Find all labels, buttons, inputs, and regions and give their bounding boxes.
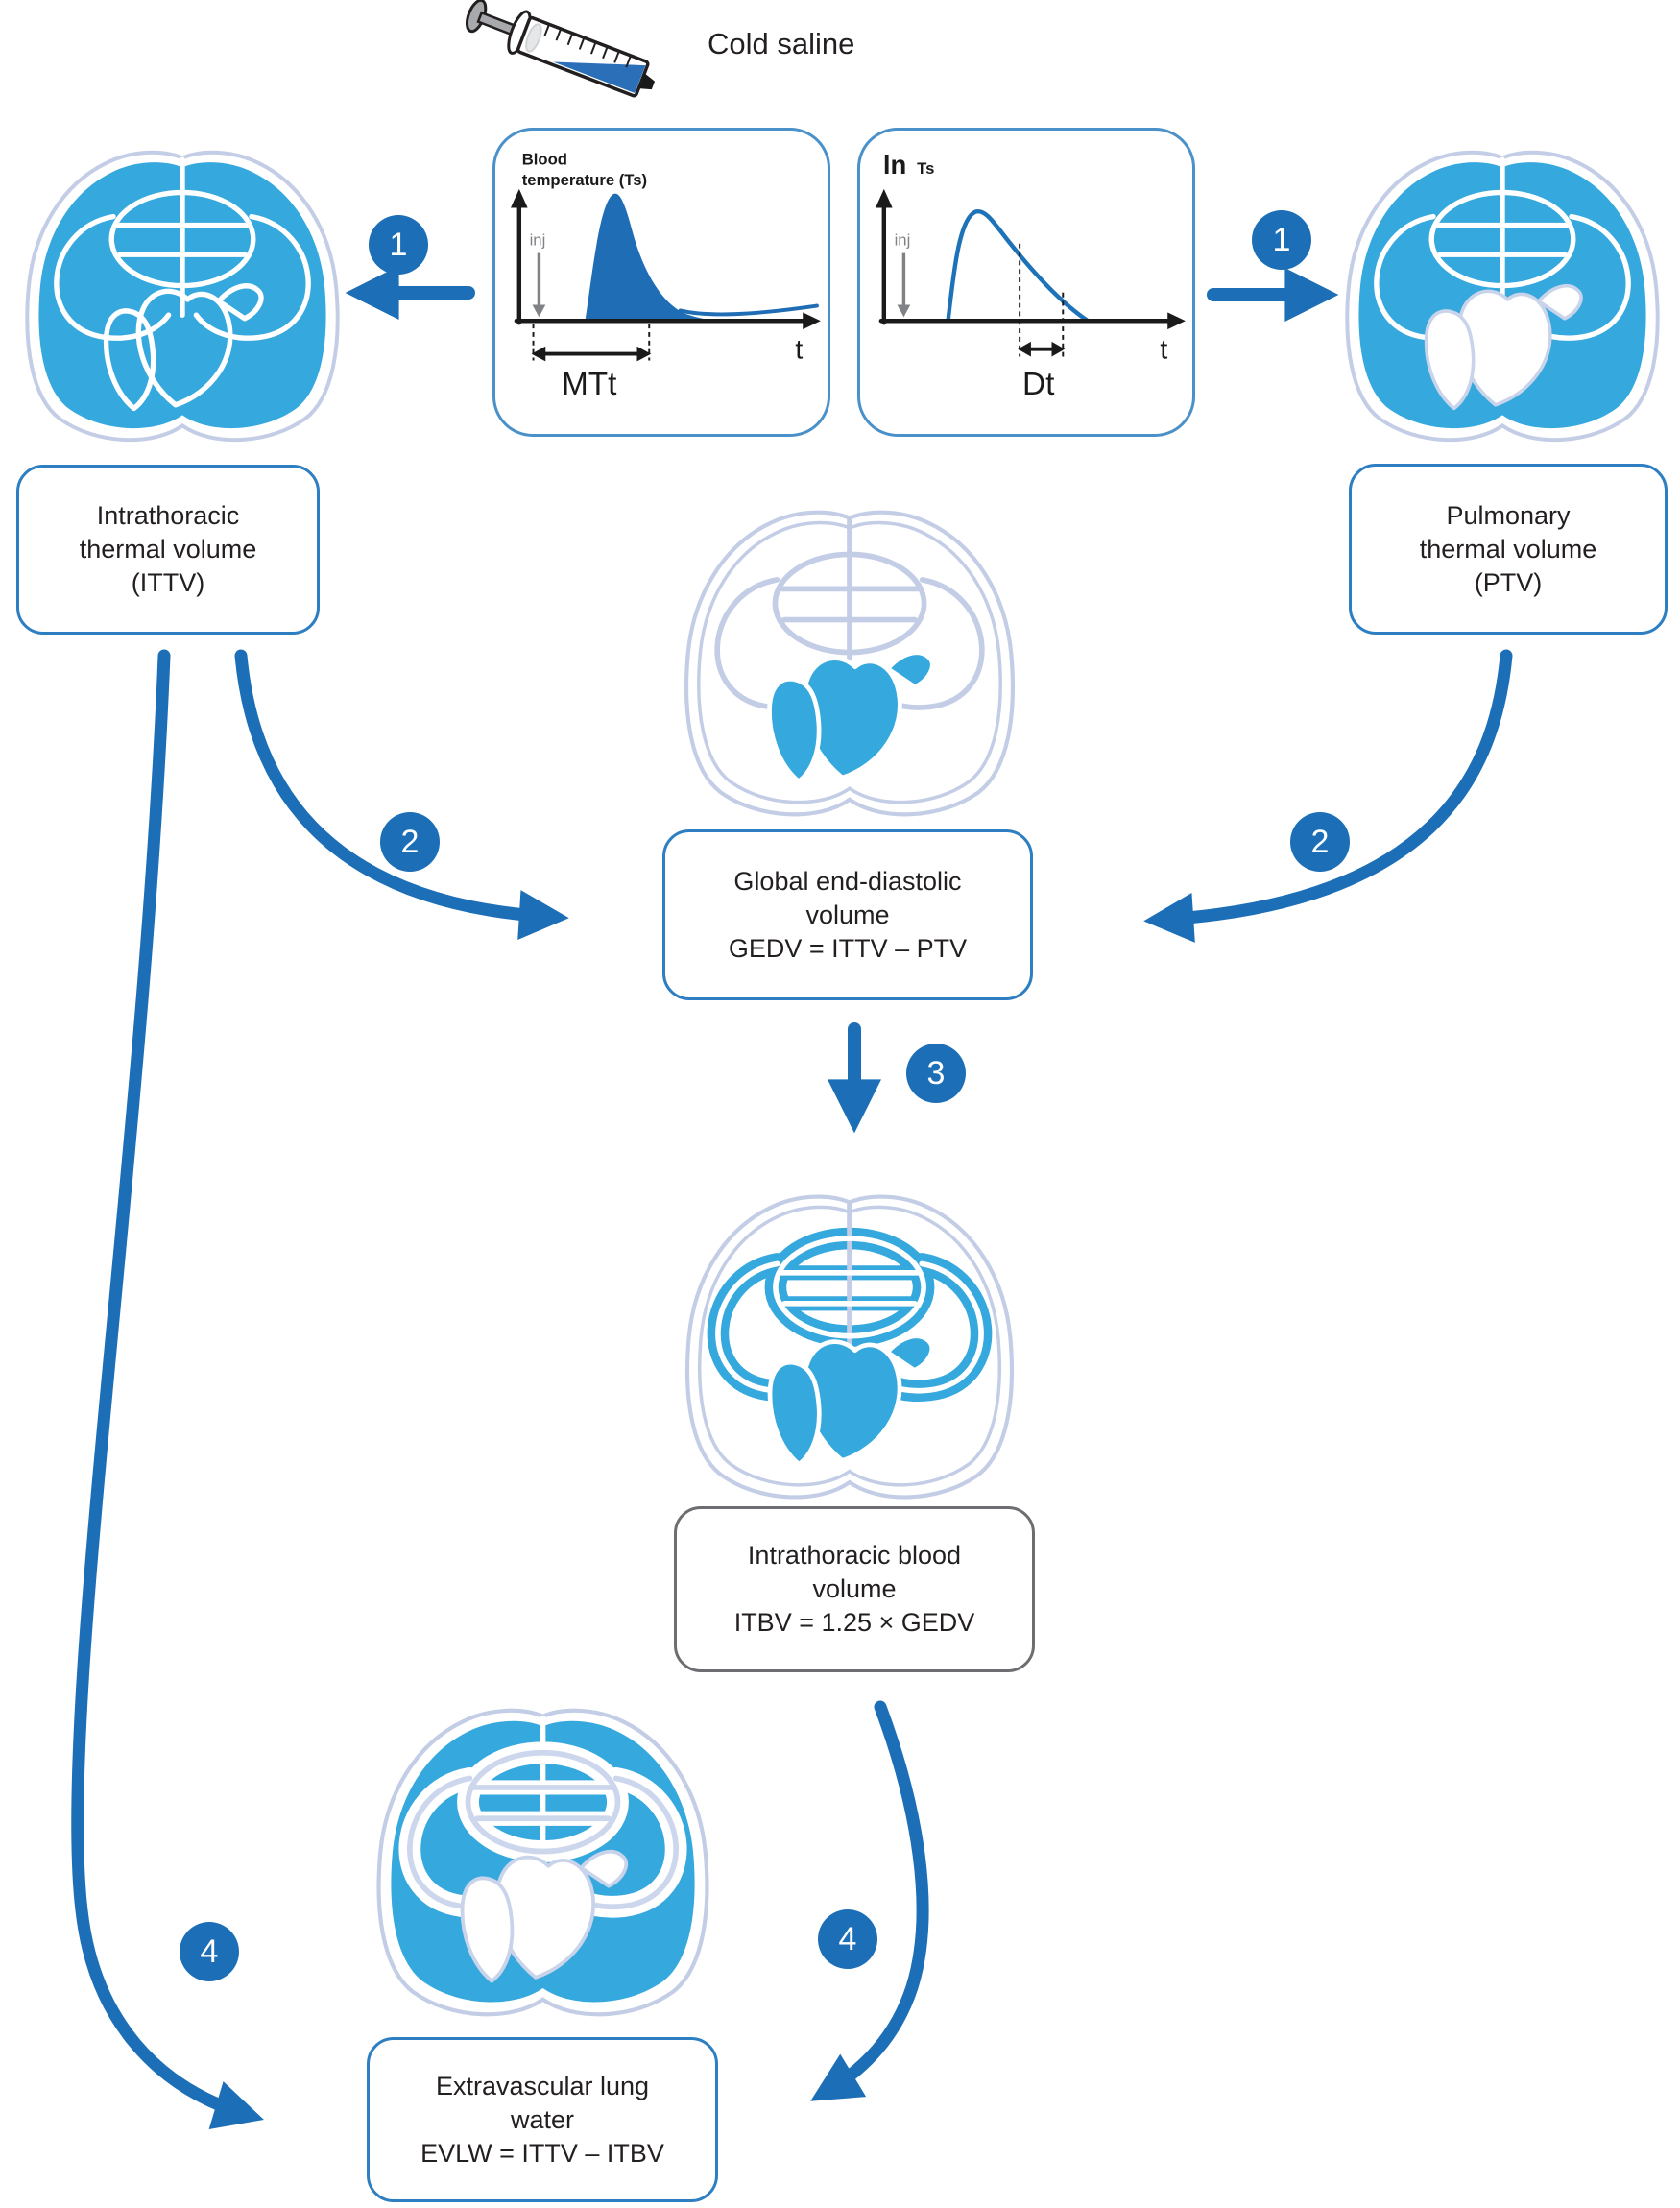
ptv-line1: Pulmonary xyxy=(1446,500,1571,530)
gedv-formula: GEDV = ITTV – PTV xyxy=(728,933,968,963)
ittv-lung-icon xyxy=(10,130,355,461)
chart-title-line1: Blood xyxy=(522,150,567,168)
arrow-step2-right xyxy=(1143,649,1513,943)
chart-title-ts: Ts xyxy=(917,159,934,178)
cold-saline-label: Cold saline xyxy=(708,27,855,60)
step-badge-4-left: 4 xyxy=(180,1922,239,1981)
arrow-step4-right xyxy=(810,1700,929,2101)
ptv-line3: (PTV) xyxy=(1474,567,1543,597)
thorax-lung-illustration xyxy=(1345,150,1660,443)
evlw-formula: EVLW = ITTV – ITBV xyxy=(420,2138,664,2168)
step-badge-1-right: 1 xyxy=(1252,210,1311,270)
chart-title-line2: temperature (Ts) xyxy=(522,171,647,189)
downslope-time-label: Dt xyxy=(1022,367,1055,402)
itbv-box: Intrathoracic blood volume ITBV = 1.25 ×… xyxy=(674,1506,1035,1672)
gedv-box: Global end-diastolic volume GEDV = ITTV … xyxy=(662,829,1033,1000)
thorax-lung-illustration xyxy=(684,510,1015,817)
log-temperature-chart: ln Ts inj Dt t xyxy=(875,150,1186,402)
itbv-formula: ITBV = 1.25 × GEDV xyxy=(733,1608,975,1637)
heart-shape xyxy=(767,1333,935,1467)
time-axis-label: t xyxy=(795,334,803,365)
plunger-seal xyxy=(525,23,542,53)
evlw-line1: Extravascular lung xyxy=(435,2071,650,2100)
arrow-step2-left xyxy=(234,649,569,941)
heart-shape xyxy=(103,283,264,412)
gedv-line2: volume xyxy=(805,900,890,929)
step-badge-2-right: 2 xyxy=(1290,812,1350,872)
temperature-curve-chart: Blood temperature (Ts) inj MTt t xyxy=(510,150,821,402)
ptv-line2: thermal volume xyxy=(1419,534,1597,564)
step-badge-2-left: 2 xyxy=(380,812,440,872)
ptv-lung-icon xyxy=(1330,130,1675,461)
gedv-lung-icon xyxy=(667,494,1032,830)
itbv-line1: Intrathoracic blood xyxy=(747,1541,962,1570)
syringe-tip xyxy=(638,73,656,90)
temperature-curve-panel: Blood temperature (Ts) inj MTt t xyxy=(492,128,830,437)
injection-marker-label: inj xyxy=(530,231,546,250)
ittv-line2: thermal volume xyxy=(79,535,257,564)
thorax-lung-illustration xyxy=(376,1708,709,2017)
evlw-box: Extravascular lung water EVLW = ITTV – I… xyxy=(367,2037,718,2202)
thermodilution-curve xyxy=(585,193,731,322)
step-badge-3: 3 xyxy=(906,1044,966,1103)
heart-shape xyxy=(767,650,935,784)
heart-shape xyxy=(460,1849,629,1983)
mean-transit-time-label: MTt xyxy=(562,367,617,402)
evlw-lung-icon xyxy=(353,1692,732,2030)
step-badge-1-left: 1 xyxy=(369,215,428,275)
heart-shape xyxy=(1424,284,1583,411)
time-axis-label: t xyxy=(1160,334,1167,365)
log-decay-curve xyxy=(946,208,1090,324)
log-temperature-panel: ln Ts inj Dt t xyxy=(857,128,1195,437)
thorax-lung-illustration xyxy=(25,150,340,443)
ittv-box: Intrathoracic thermal volume (ITTV) xyxy=(16,465,320,635)
syringe-icon xyxy=(465,0,656,98)
ittv-line3: (ITTV) xyxy=(131,568,205,597)
recirculation-tail xyxy=(678,303,819,317)
itbv-line2: volume xyxy=(812,1574,897,1603)
itbv-lung-icon xyxy=(667,1179,1032,1513)
ptv-box: Pulmonary thermal volume (PTV) xyxy=(1349,464,1668,635)
ittv-line1: Intrathoracic xyxy=(96,501,240,530)
arrow-step4-left xyxy=(71,649,264,2129)
gedv-line1: Global end-diastolic xyxy=(733,866,962,896)
vessel-lines xyxy=(54,189,311,341)
thorax-lung-illustration xyxy=(684,1194,1015,1500)
chart-title-ln: ln xyxy=(883,150,906,180)
evlw-line2: water xyxy=(510,2104,575,2134)
saline-liquid xyxy=(553,61,646,94)
injection-marker-label: inj xyxy=(895,231,911,250)
scale-ticks xyxy=(543,24,632,68)
syringe-illustration xyxy=(449,0,708,119)
step-badge-4-right: 4 xyxy=(818,1909,877,1969)
